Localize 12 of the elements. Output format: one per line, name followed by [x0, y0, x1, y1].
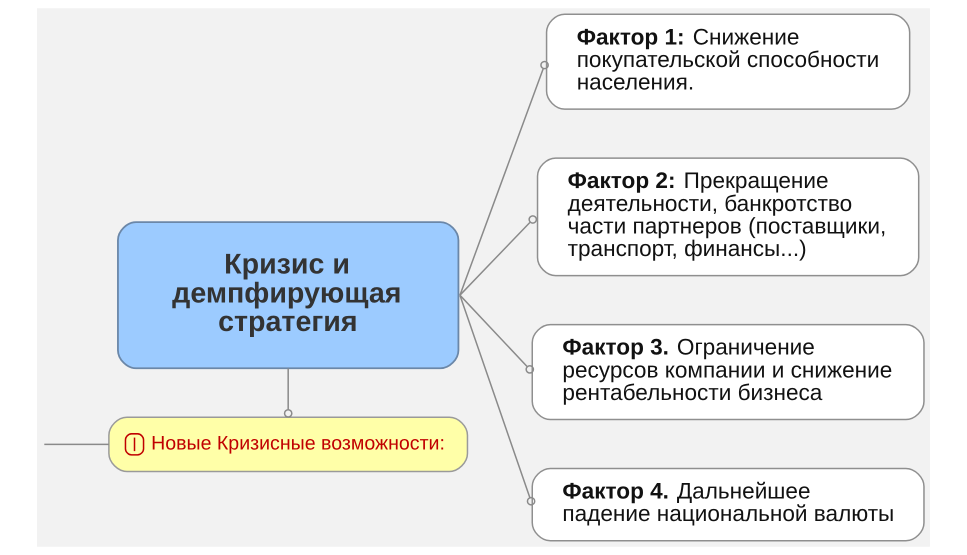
node-box: Фактор 1: Снижение покупательской способности населения. — [546, 13, 910, 110]
node-box: Фактор 3. Ограничение ресурсов компании и снижение рентабельности бизнеса — [532, 324, 925, 420]
node-box: Кризис и демпфирующая стратегия — [117, 221, 460, 370]
connector — [284, 368, 293, 418]
node-box: Фактор 2: Прекращение деятельности, банкротство части партнеров (поставщики, транспорт, финансы...) — [536, 157, 920, 276]
connector — [44, 444, 109, 446]
connector — [459, 215, 538, 296]
connector — [459, 294, 536, 506]
node-box: Фактор 4. Дальнейшее падение национальной валюты — [532, 468, 925, 542]
connector — [459, 60, 549, 296]
connector — [459, 294, 534, 374]
node-box: Новые Кризисные возможности: — [108, 416, 468, 472]
